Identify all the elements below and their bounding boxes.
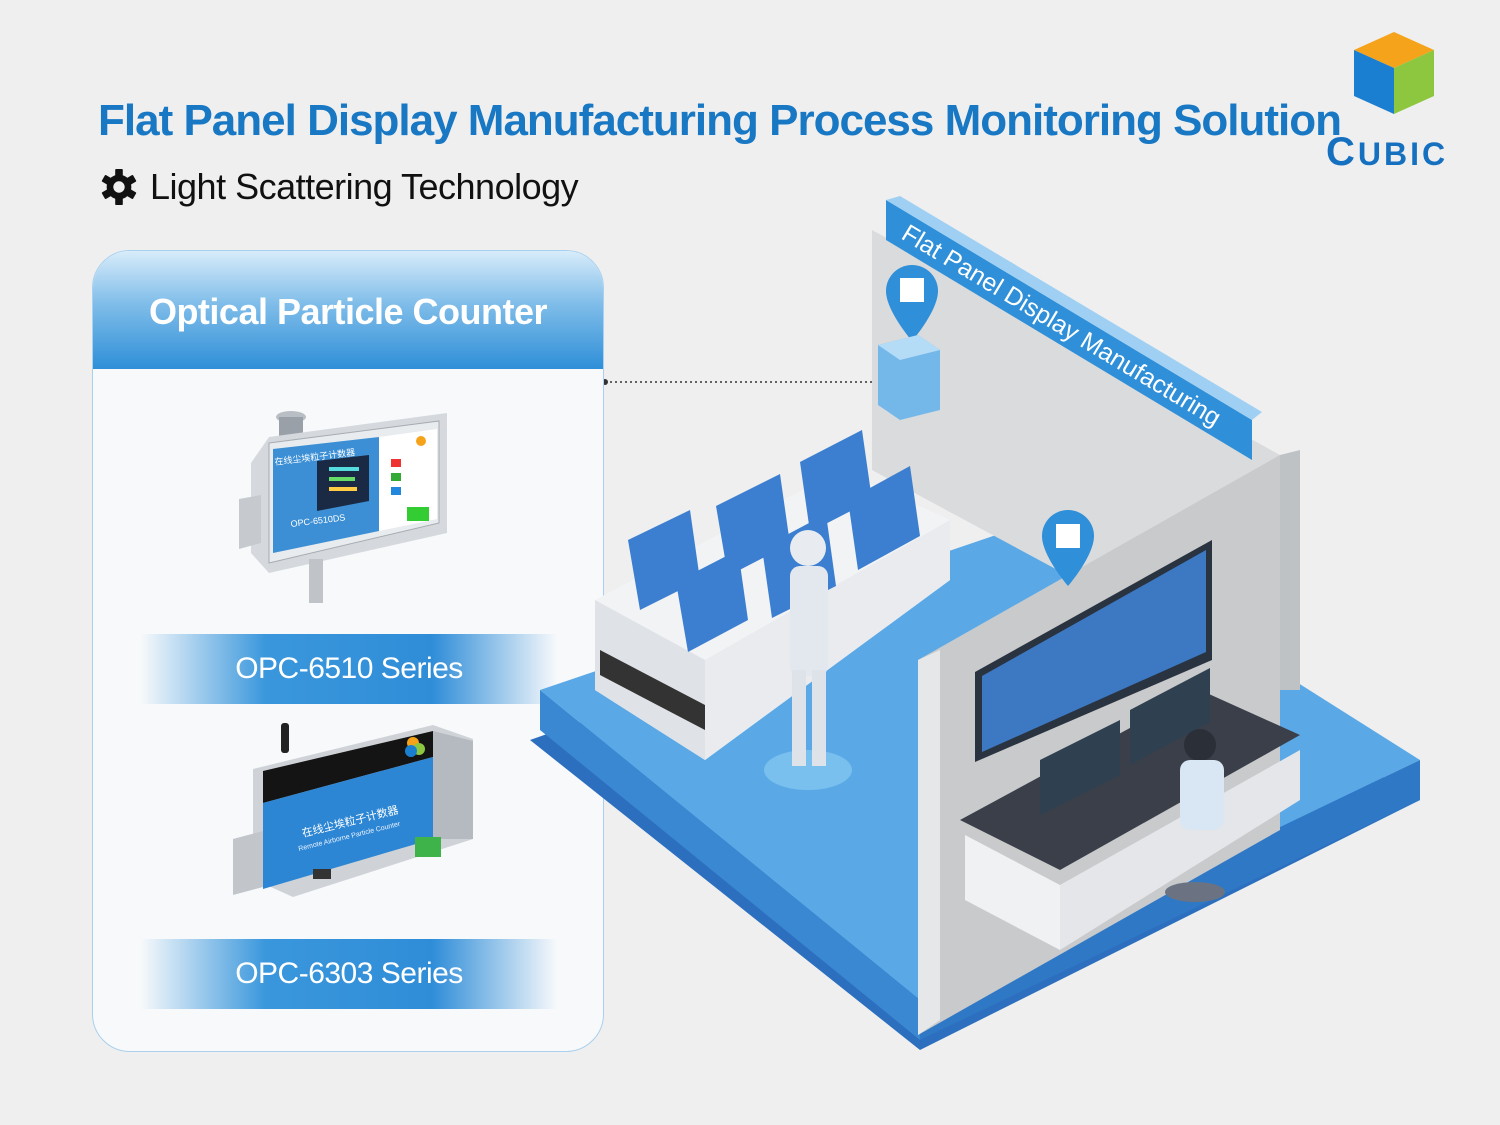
wall-banner — [886, 200, 1252, 460]
sensor-box — [878, 335, 940, 420]
monitoring-wall-screen — [975, 540, 1212, 762]
cubic-logo: CUBIC — [1322, 32, 1472, 174]
product-panel: Optical Particle Counter OPC-6510DS 在线尘埃… — [92, 250, 604, 1052]
subtitle-text: Light Scattering Technology — [150, 166, 579, 207]
opc-6303-device-image: 在线尘埃粒子计数器 Remote Airborne Particle Count… — [233, 723, 473, 897]
production-equipment — [595, 430, 950, 760]
factory-scene-illustration: Flat Panel Display Manufacturing — [530, 196, 1420, 1050]
gear-icon — [101, 168, 137, 206]
worker-figure — [764, 530, 852, 790]
product-label-opc-6510: OPC-6510 Series — [141, 634, 557, 704]
cube-icon — [1354, 32, 1434, 114]
control-desk — [960, 668, 1300, 950]
operator-figure — [1165, 729, 1225, 902]
subtitle: Light Scattering Technology — [100, 166, 579, 208]
page-title: Flat Panel Display Manufacturing Process… — [98, 96, 1342, 145]
panel-title: Optical Particle Counter — [148, 291, 548, 332]
product-label-opc-6303: OPC-6303 Series — [141, 939, 557, 1009]
panel-header — [93, 251, 603, 369]
logo-wordmark: CUBIC — [1326, 130, 1449, 174]
location-pin-icon — [886, 265, 938, 341]
location-pin-icon — [1042, 510, 1094, 586]
opc-6510-device-image: OPC-6510DS 在线尘埃粒子计数器 — [239, 411, 447, 603]
